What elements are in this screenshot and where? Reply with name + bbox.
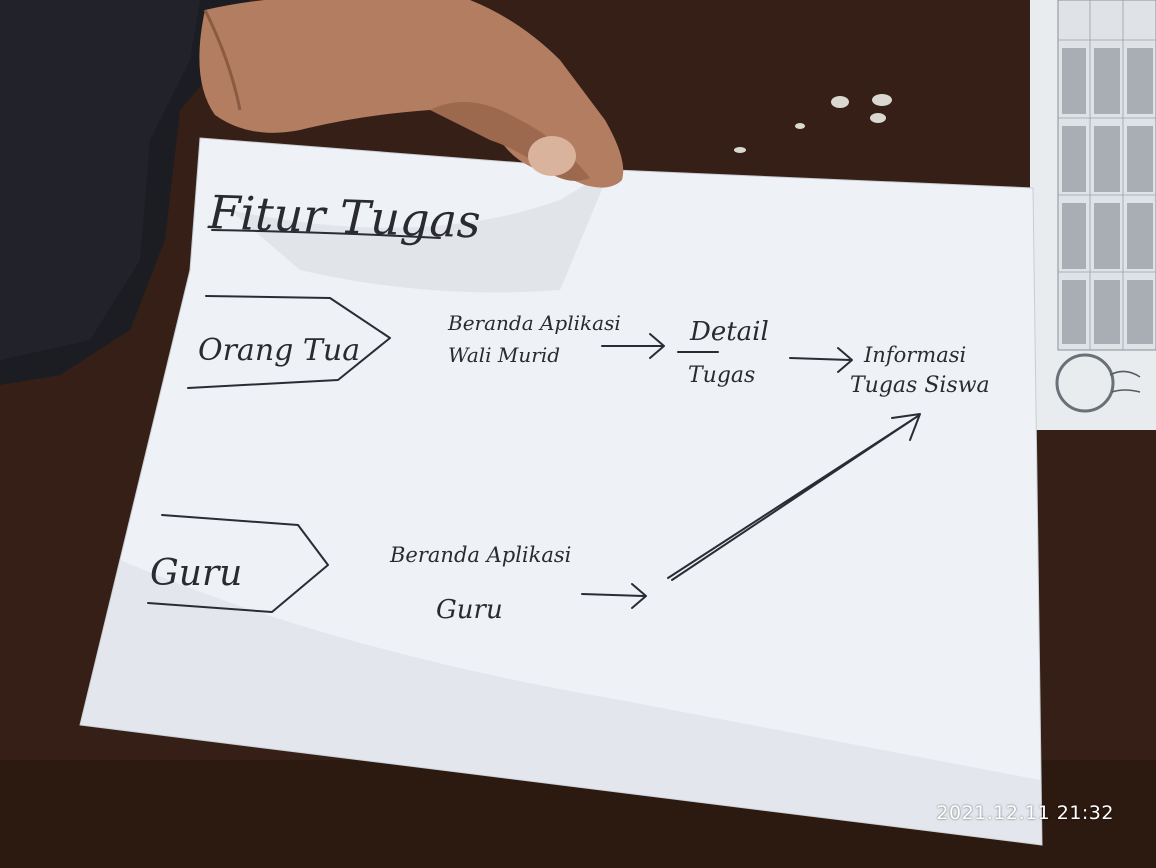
- thumbnail: [528, 136, 576, 176]
- node-detail-line1: Detail: [689, 317, 769, 347]
- node-beranda-wali-line2: Wali Murid: [448, 343, 560, 367]
- arrow-guru-short: [581, 583, 647, 609]
- paper-sheet: [80, 138, 1042, 845]
- actor-guru: Guru: [150, 553, 242, 594]
- node-beranda-guru-line2: Guru: [436, 595, 503, 625]
- photo-timestamp: 2021.12.11 21:32: [936, 802, 1114, 824]
- paint-specks: [734, 94, 892, 153]
- hand: [199, 0, 624, 188]
- stamp-seal-icon: [1055, 353, 1115, 413]
- node-informasi-line1: Informasi: [863, 343, 966, 367]
- prayer-schedule-sheet: [1030, 0, 1156, 430]
- node-detail-line2: Tugas: [688, 363, 755, 388]
- node-informasi-line2: Tugas Siswa: [850, 373, 990, 398]
- node-beranda-wali-line1: Beranda Aplikasi: [447, 311, 621, 335]
- node-beranda-guru-line1: Beranda Aplikasi: [389, 543, 571, 567]
- paper-shadow: [230, 170, 610, 293]
- orang-tua-shape: [187, 295, 391, 389]
- arrow-detail-to-informasi: [789, 347, 853, 373]
- actor-orang-tua: Orang Tua: [198, 333, 360, 368]
- arrow-guru-to-informasi: [667, 413, 921, 581]
- arrow-wali-to-detail: [601, 333, 665, 359]
- guru-shape: [147, 514, 329, 613]
- title-underline: [211, 229, 441, 239]
